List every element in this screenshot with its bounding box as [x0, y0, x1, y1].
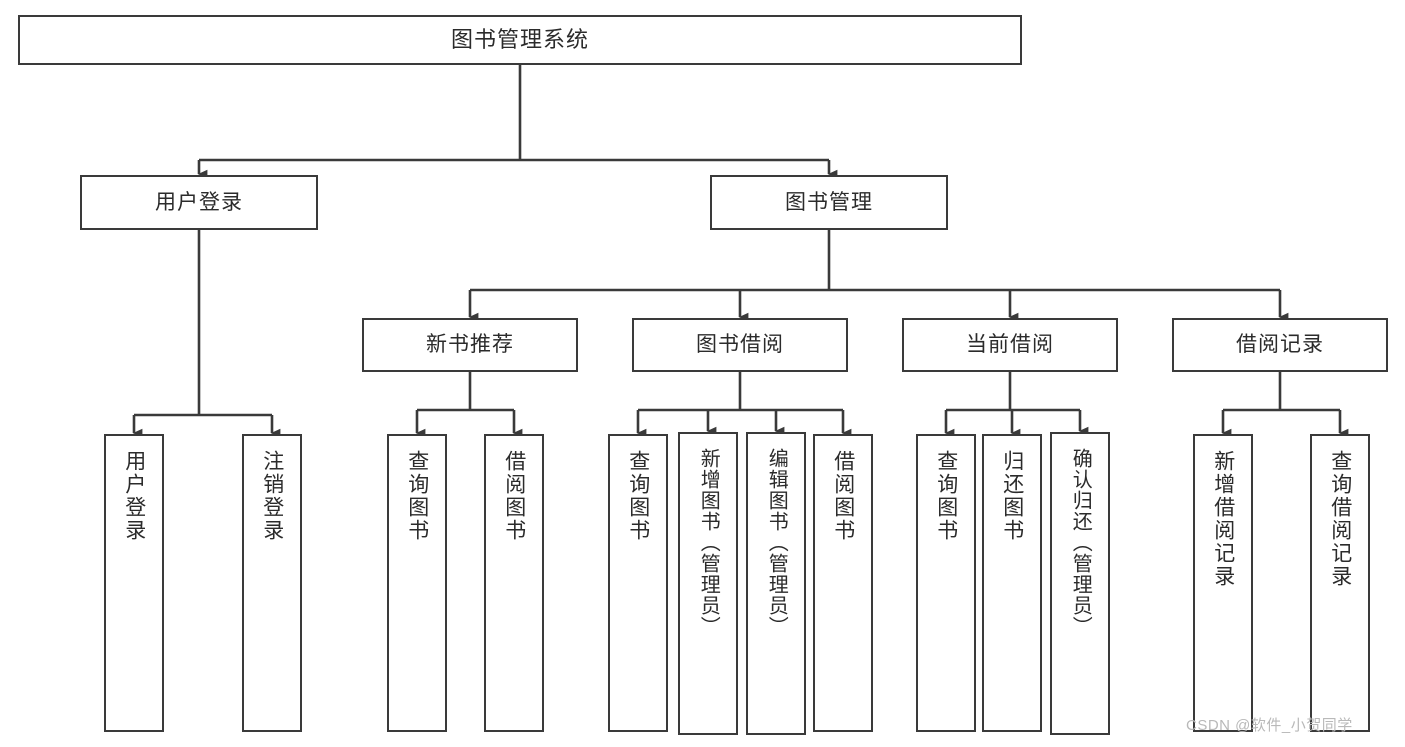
node-label: 新书推荐 — [426, 333, 514, 357]
node-user-login[interactable]: 用户登录 — [80, 175, 318, 230]
node-book-borrow[interactable]: 图书借阅 — [632, 318, 848, 372]
node-label: 新增图书（管理员） — [697, 448, 720, 637]
node-leaf-user-login[interactable]: 用户登录 — [104, 434, 164, 732]
node-new-book-rec[interactable]: 新书推荐 — [362, 318, 578, 372]
node-label: 归还图书 — [1000, 450, 1024, 542]
node-leaf-cur-query-book[interactable]: 查询图书 — [916, 434, 976, 732]
node-label: 用户登录 — [122, 450, 146, 542]
node-leaf-add-book-admin[interactable]: 新增图书（管理员） — [678, 432, 738, 735]
node-leaf-rec-query-book[interactable]: 查询图书 — [387, 434, 447, 732]
node-label: 查询图书 — [405, 450, 429, 542]
node-label: 图书管理系统 — [450, 26, 589, 52]
node-label: 图书借阅 — [696, 333, 784, 357]
node-book-manage[interactable]: 图书管理 — [710, 175, 948, 230]
node-leaf-confirm-return-admin[interactable]: 确认归还（管理员） — [1050, 432, 1110, 735]
node-label: 查询图书 — [934, 450, 958, 542]
node-label: 当前借阅 — [966, 333, 1054, 357]
node-leaf-edit-book-admin[interactable]: 编辑图书（管理员） — [746, 432, 806, 735]
node-label: 查询借阅记录 — [1328, 450, 1352, 588]
node-current-borrow[interactable]: 当前借阅 — [902, 318, 1118, 372]
watermark-text: CSDN @软件_小贺同学 — [1186, 717, 1353, 734]
node-borrow-record[interactable]: 借阅记录 — [1172, 318, 1388, 372]
node-label: 编辑图书（管理员） — [765, 448, 788, 637]
node-leaf-query-borrow-record[interactable]: 查询借阅记录 — [1310, 434, 1370, 732]
node-root[interactable]: 图书管理系统 — [18, 15, 1022, 65]
node-label: 确认归还（管理员） — [1069, 448, 1092, 637]
node-label: 借阅图书 — [831, 450, 855, 542]
node-label: 注销登录 — [260, 450, 284, 542]
node-leaf-add-borrow-record[interactable]: 新增借阅记录 — [1193, 434, 1253, 732]
node-label: 图书管理 — [785, 190, 873, 214]
node-label: 查询图书 — [626, 450, 650, 542]
node-leaf-return-book[interactable]: 归还图书 — [982, 434, 1042, 732]
node-label: 借阅记录 — [1236, 333, 1324, 357]
node-leaf-borrow-book[interactable]: 借阅图书 — [813, 434, 873, 732]
node-label: 用户登录 — [155, 190, 243, 214]
node-leaf-borrow-query-book[interactable]: 查询图书 — [608, 434, 668, 732]
node-label: 新增借阅记录 — [1211, 450, 1235, 588]
node-leaf-user-logout[interactable]: 注销登录 — [242, 434, 302, 732]
node-leaf-rec-borrow-book[interactable]: 借阅图书 — [484, 434, 544, 732]
node-label: 借阅图书 — [502, 450, 526, 542]
